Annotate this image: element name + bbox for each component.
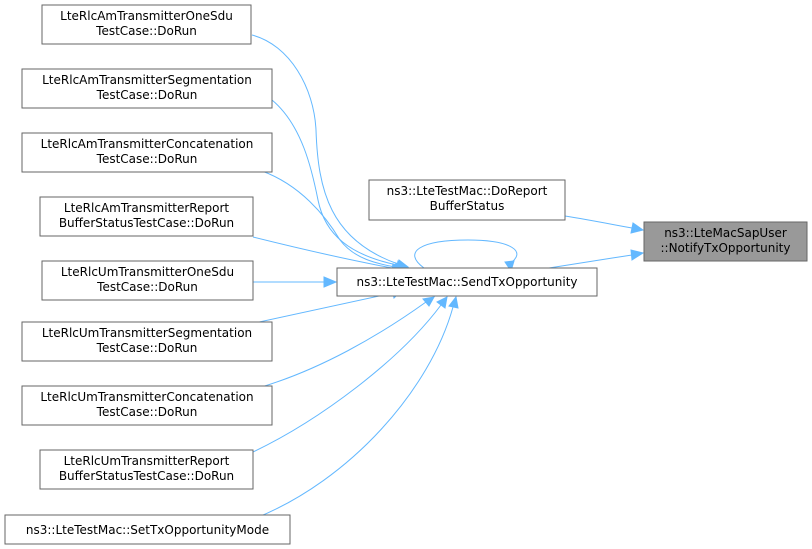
node-box xyxy=(39,449,254,490)
node-label-line2: BufferStatus xyxy=(430,199,505,213)
edge-am-one-sdu-to-send-tx xyxy=(251,34,410,270)
node-do-report[interactable]: ns3::LteTestMac::DoReport BufferStatus xyxy=(368,179,566,221)
node-label-line1: LteRlcUmTransmitterSegmentation xyxy=(42,326,252,340)
node-um-segmentation[interactable]: LteRlcUmTransmitterSegmentation TestCase… xyxy=(21,321,273,362)
node-label-line2: TestCase::DoRun xyxy=(96,152,198,166)
edge-send-tx-to-notify xyxy=(548,249,645,269)
node-um-concatenation[interactable]: LteRlcUmTransmitterConcatenation TestCas… xyxy=(21,385,273,426)
node-label-line2: TestCase::DoRun xyxy=(96,280,198,294)
node-label-line1: LteRlcAmTransmitterSegmentation xyxy=(42,73,252,87)
node-notify-focus[interactable]: ns3::LteMacSapUser ::NotifyTxOpportunity xyxy=(643,221,808,262)
node-label-line2: TestCase::DoRun xyxy=(96,405,198,419)
node-box xyxy=(39,196,254,237)
node-box xyxy=(4,514,291,545)
node-um-one-sdu[interactable]: LteRlcUmTransmitterOneSdu TestCase::DoRu… xyxy=(41,260,254,301)
node-am-concatenation[interactable]: LteRlcAmTransmitterConcatenation TestCas… xyxy=(21,132,273,173)
node-set-tx-mode[interactable]: ns3::LteTestMac::SetTxOpportunityMode xyxy=(4,514,291,545)
node-box xyxy=(336,267,598,297)
node-label-line1: LteRlcAmTransmitterOneSdu xyxy=(60,9,233,23)
node-label-line2: TestCase::DoRun xyxy=(96,341,198,355)
node-label: ns3::LteTestMac::SetTxOpportunityMode xyxy=(26,523,269,537)
edge-set-tx-mode-to-send-tx xyxy=(255,295,459,519)
edge-um-one-sdu-to-send-tx xyxy=(252,276,338,288)
node-box xyxy=(41,260,254,301)
edge-um-report-to-send-tx xyxy=(252,296,448,453)
edge-send-tx-self-loop xyxy=(414,239,518,273)
node-um-report[interactable]: LteRlcUmTransmitterReport BufferStatusTe… xyxy=(39,449,254,490)
node-label-line2: BufferStatusTestCase::DoRun xyxy=(59,469,234,483)
node-am-segmentation[interactable]: LteRlcAmTransmitterSegmentation TestCase… xyxy=(21,68,273,109)
node-box xyxy=(643,221,808,262)
node-box xyxy=(21,385,273,426)
edge-do-report-to-notify xyxy=(564,215,645,234)
node-label-line2: TestCase::DoRun xyxy=(96,88,198,102)
edge-um-concatenation-to-send-tx xyxy=(257,296,435,389)
node-box xyxy=(21,68,273,109)
node-label: ns3::LteTestMac::SendTxOpportunity xyxy=(356,275,577,289)
node-label-line1: LteRlcAmTransmitterConcatenation xyxy=(41,137,254,151)
node-label-line1: LteRlcAmTransmitterReport xyxy=(64,201,229,215)
node-label-line2: TestCase::DoRun xyxy=(95,24,197,38)
node-box xyxy=(21,132,273,173)
node-label-line2: ::NotifyTxOpportunity xyxy=(660,241,790,255)
node-label-line1: LteRlcUmTransmitterReport xyxy=(64,454,230,468)
node-am-report[interactable]: LteRlcAmTransmitterReport BufferStatusTe… xyxy=(39,196,254,237)
node-am-one-sdu[interactable]: LteRlcAmTransmitterOneSdu TestCase::DoRu… xyxy=(41,4,252,45)
node-label-line2: BufferStatusTestCase::DoRun xyxy=(59,216,234,230)
node-send-tx[interactable]: ns3::LteTestMac::SendTxOpportunity xyxy=(336,267,598,297)
node-label-line1: LteRlcUmTransmitterConcatenation xyxy=(40,390,253,404)
node-label-line1: LteRlcUmTransmitterOneSdu xyxy=(61,265,234,279)
node-box xyxy=(368,179,566,221)
node-box xyxy=(21,321,273,362)
node-label-line1: ns3::LteMacSapUser xyxy=(664,226,787,240)
node-box xyxy=(41,4,252,45)
node-label-line1: ns3::LteTestMac::DoReport xyxy=(387,184,548,198)
